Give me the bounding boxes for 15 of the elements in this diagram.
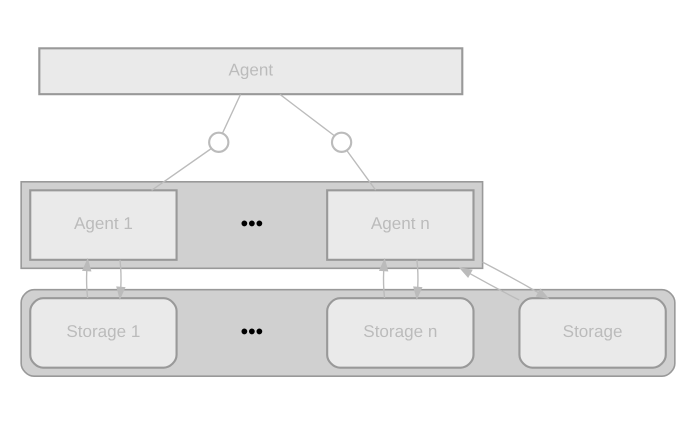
- arrow: [413, 259, 422, 300]
- arrow: [378, 257, 388, 298]
- arrow: [482, 261, 550, 299]
- node-circle: [330, 131, 352, 152]
- arrow: [458, 266, 520, 300]
- label: •••: [240, 210, 264, 235]
- connector: [151, 148, 212, 190]
- connector: [222, 94, 242, 133]
- node-circle: [208, 131, 230, 152]
- cluster: [20, 180, 484, 269]
- arrow: [116, 259, 126, 300]
- label: •••: [240, 318, 264, 343]
- arrow: [82, 257, 92, 298]
- connector: [280, 93, 335, 136]
- connector: [346, 150, 376, 190]
